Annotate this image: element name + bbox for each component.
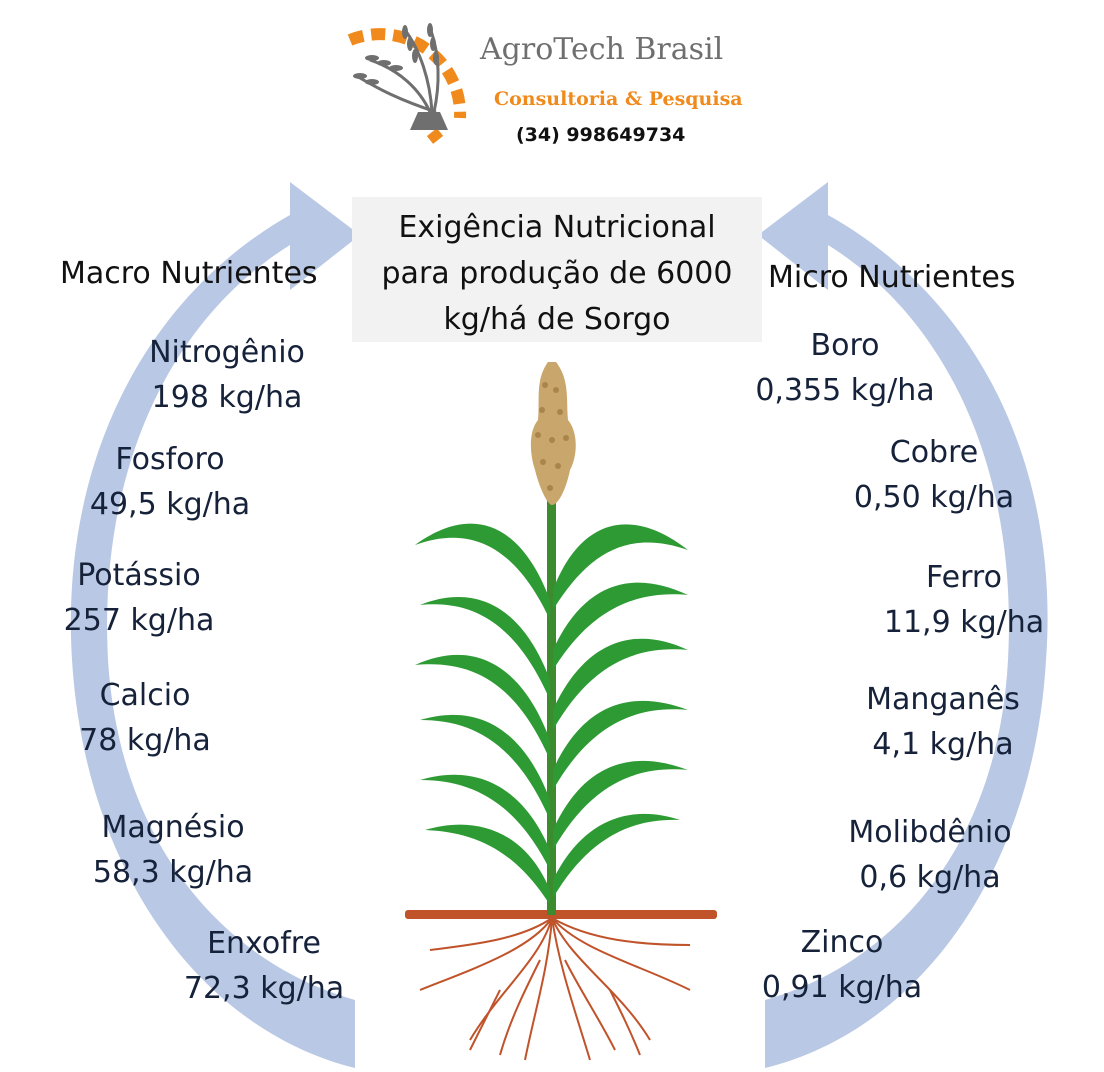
micro-item-manganes: Manganês 4,1 kg/ha	[866, 677, 1020, 767]
title-line-3: kg/há de Sorgo	[443, 302, 671, 337]
nutrient-name: Boro	[810, 328, 880, 363]
micro-item-ferro: Ferro 11,9 kg/ha	[884, 555, 1044, 645]
nutrient-value: 58,3 kg/ha	[92, 855, 254, 890]
nutrient-name: Cobre	[889, 435, 979, 470]
micro-item-boro: Boro 0,355 kg/ha	[755, 323, 934, 413]
nutrient-name: Fosforo	[115, 442, 225, 477]
nutrient-value: 4,1 kg/ha	[872, 727, 1014, 762]
right-cycle-arrow	[758, 182, 1048, 1068]
nutrient-value: 72,3 kg/ha	[183, 971, 345, 1006]
nutrient-name: Enxofre	[207, 926, 321, 961]
nutrient-name: Manganês	[866, 682, 1020, 717]
nutrient-value: 0,6 kg/ha	[859, 860, 1001, 895]
macro-item-nitrogenio: Nitrogênio 198 kg/ha	[149, 330, 305, 420]
leaves	[415, 523, 688, 905]
nutrient-value: 0,50 kg/ha	[853, 480, 1015, 515]
soil-line	[405, 910, 717, 919]
title-box: Exigência Nutricional para produção de 6…	[352, 197, 762, 342]
nutrient-name: Zinco	[800, 925, 884, 960]
nutrient-name: Potássio	[77, 558, 201, 593]
nutrient-value: 198 kg/ha	[151, 380, 303, 415]
micro-item-cobre: Cobre 0,50 kg/ha	[854, 430, 1014, 520]
micro-item-molibdenio: Molibdênio 0,6 kg/ha	[848, 810, 1011, 900]
nutrient-value: 0,355 kg/ha	[755, 373, 935, 408]
logo-mark	[347, 23, 467, 144]
macro-item-fosforo: Fosforo 49,5 kg/ha	[90, 437, 250, 527]
roots	[419, 917, 691, 1061]
nutrient-value: 257 kg/ha	[63, 603, 215, 638]
stem	[547, 495, 556, 915]
nutrient-name: Molibdênio	[848, 815, 1012, 850]
nutrient-value: 11,9 kg/ha	[883, 605, 1045, 640]
nutrient-value: 49,5 kg/ha	[89, 487, 251, 522]
macro-item-magnesio: Magnésio 58,3 kg/ha	[93, 805, 253, 895]
nutrient-value: 0,91 kg/ha	[761, 970, 923, 1005]
left-cycle-arrow	[70, 182, 360, 1068]
nutrient-name: Nitrogênio	[149, 335, 305, 370]
macro-item-calcio: Calcio 78 kg/ha	[79, 673, 211, 763]
nutrient-name: Ferro	[926, 560, 1002, 595]
brand-name: AgroTech Brasil	[480, 32, 724, 67]
brand-phone: (34) 998649734	[516, 124, 686, 146]
macro-item-enxofre: Enxofre 72,3 kg/ha	[184, 921, 344, 1011]
brand-tagline: Consultoria & Pesquisa	[494, 88, 743, 110]
macro-item-potassio: Potássio 257 kg/ha	[64, 553, 215, 643]
panicle	[530, 362, 576, 505]
micro-item-zinco: Zinco 0,91 kg/ha	[762, 920, 922, 1010]
macro-heading: Macro Nutrientes	[60, 256, 318, 291]
nutrient-name: Calcio	[99, 678, 191, 713]
nutrient-name: Magnésio	[101, 810, 245, 845]
sorghum-plant	[405, 362, 717, 1061]
title-line-1: Exigência Nutricional	[398, 210, 716, 245]
title-line-2: para produção de 6000	[381, 256, 733, 291]
nutrient-value: 78 kg/ha	[79, 723, 211, 758]
micro-heading: Micro Nutrientes	[768, 260, 1016, 295]
